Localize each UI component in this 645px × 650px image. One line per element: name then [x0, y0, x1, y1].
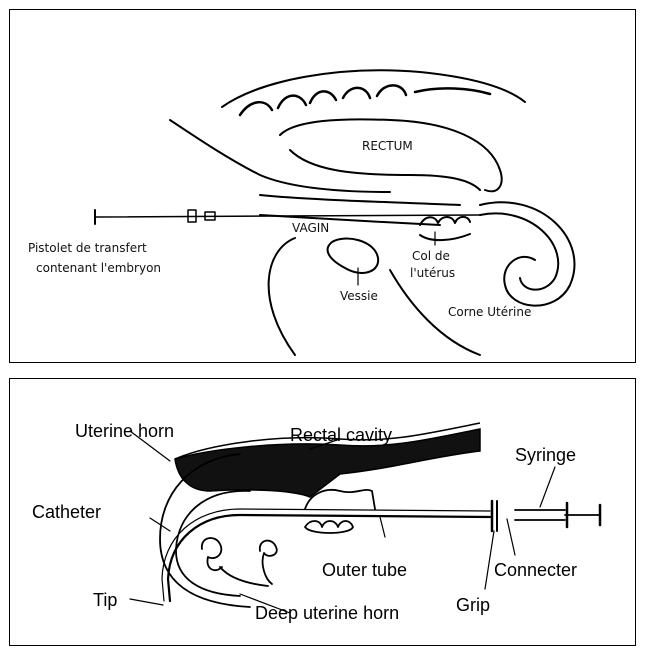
vertebrae-row: [240, 85, 490, 115]
connecter-leader: [507, 519, 515, 555]
deep-horn-strand: [220, 567, 268, 586]
corne-label: Corne Utérine: [448, 305, 531, 319]
deep-uterine-horn-label: Deep uterine horn: [255, 603, 399, 623]
vaginal-wall-top: [260, 195, 460, 205]
ovary-right: [260, 541, 277, 584]
rectal-cavity-label: Rectal cavity: [290, 425, 392, 445]
connecter-label: Connecter: [494, 560, 577, 580]
outer-tube-leader: [380, 517, 385, 537]
belly-line: [269, 238, 295, 355]
syringe-label: Syringe: [515, 445, 576, 465]
uterine-horn-inner: [480, 213, 558, 289]
bladder-outline: [328, 239, 379, 273]
syringe-leader: [540, 467, 555, 507]
cervix-lower: [420, 234, 470, 240]
transfer-gun-shaft: [95, 215, 480, 217]
vagin-label: VAGIN: [292, 221, 329, 235]
col-label-line2: l'utérus: [410, 266, 455, 280]
pistolet-label-line2: contenant l'embryon: [36, 261, 161, 275]
rectum-outline: [280, 119, 502, 191]
rectum-label: RECTUM: [362, 139, 413, 153]
bottom-anatomy-drawing: Uterine horn Rectal cavity Syringe Cathe…: [10, 379, 637, 647]
tip-label: Tip: [93, 590, 117, 610]
uterine-horn-outer: [480, 202, 574, 305]
rectum-inner: [290, 150, 480, 190]
uterine-horn-label: Uterine horn: [75, 421, 174, 441]
top-anatomy-drawing: RECTUM VAGIN Pistolet de transfert conte…: [10, 10, 637, 364]
spine-outline: [222, 70, 525, 107]
top-diagram-panel: RECTUM VAGIN Pistolet de transfert conte…: [9, 9, 636, 363]
dorsal-wall: [170, 120, 390, 192]
cervix-coils: [305, 521, 353, 533]
outer-tube-label: Outer tube: [322, 560, 407, 580]
ovary-left: [202, 538, 222, 570]
pistolet-label-line1: Pistolet de transfert: [28, 241, 147, 255]
catheter-label: Catheter: [32, 502, 101, 522]
grip-leader: [485, 531, 494, 589]
bottom-diagram-panel: Uterine horn Rectal cavity Syringe Cathe…: [9, 378, 636, 646]
vessie-label: Vessie: [340, 289, 378, 303]
col-label-line1: Col de: [412, 249, 450, 263]
grip-label: Grip: [456, 595, 490, 615]
tip-leader: [130, 599, 163, 605]
